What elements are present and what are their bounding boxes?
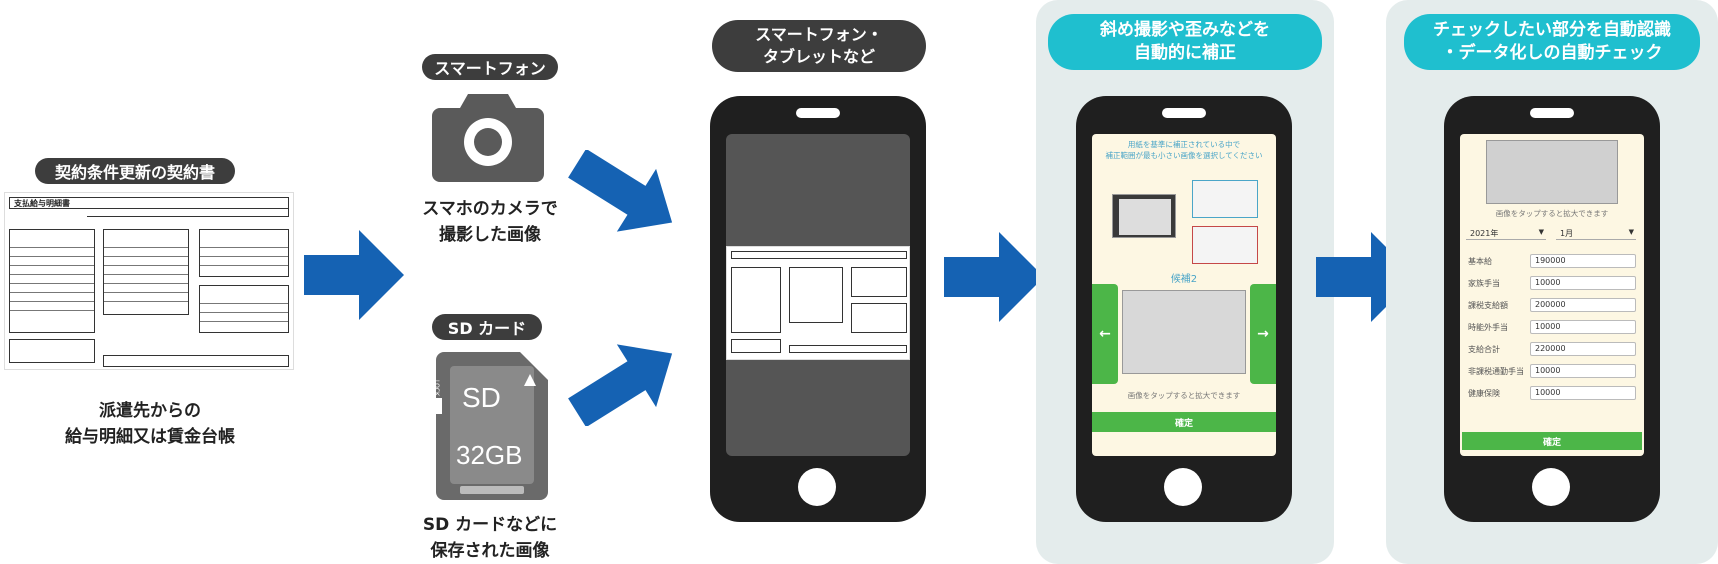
tap-hint: 画像をタップすると拡大できます [1495, 209, 1609, 218]
month-select-value: 1月 [1560, 229, 1574, 238]
field-label: 非課税通勤手当 [1468, 366, 1524, 376]
field-row: 時能外手当 10000 [1468, 316, 1636, 338]
phone-autocheck: 画像をタップすると拡大できます 2021年 ▼ 1月 ▼ 基本給 190000 … [1444, 96, 1660, 522]
field-input[interactable]: 200000 [1530, 298, 1636, 312]
field-label: 支給合計 [1468, 344, 1500, 354]
sd-card-size: 32GB [456, 440, 523, 470]
confirm-button[interactable]: 確定 [1092, 412, 1276, 432]
autocheck-label: チェックしたい部分を自動認識 ・データ化しの自動チェック [1404, 14, 1700, 70]
correction-instruction: 用紙を基準に補正されている中で 補正範囲が最も小さい画像を選択してください [1105, 140, 1263, 160]
field-input[interactable]: 220000 [1530, 342, 1636, 356]
autocheck-screen: 画像をタップすると拡大できます 2021年 ▼ 1月 ▼ 基本給 190000 … [1460, 134, 1644, 456]
field-list: 基本給 190000 家族手当 10000 課税支給額 200000 時能外手当… [1468, 250, 1636, 404]
field-row: 家族手当 10000 [1468, 272, 1636, 294]
month-select[interactable]: 1月 ▼ [1556, 226, 1636, 240]
phone-correction: 用紙を基準に補正されている中で 補正範囲が最も小さい画像を選択してください 候補… [1076, 96, 1292, 522]
smartphone-caption: スマホのカメラで 撮影した画像 [422, 199, 558, 246]
phone-screen [726, 134, 910, 456]
captured-document [726, 246, 910, 360]
field-row: 課税支給額 200000 [1468, 294, 1636, 316]
year-select[interactable]: 2021年 ▼ [1466, 226, 1546, 240]
field-label: 家族手当 [1468, 278, 1500, 288]
field-input[interactable]: 190000 [1530, 254, 1636, 268]
field-label: 基本給 [1468, 256, 1492, 266]
phone-device [710, 96, 926, 522]
candidate-2-thumb[interactable] [1192, 226, 1258, 264]
arrow-diagonal-up [568, 344, 673, 426]
candidate-1-thumb[interactable] [1192, 180, 1258, 218]
chevron-down-icon: ▼ [1628, 228, 1634, 236]
chevron-down-icon: ▼ [1538, 228, 1544, 236]
source-image[interactable] [1112, 194, 1176, 238]
camera-icon [432, 94, 544, 182]
smartphone-label: スマートフォン [422, 54, 558, 80]
field-input[interactable]: 10000 [1530, 386, 1636, 400]
field-input[interactable]: 10000 [1530, 276, 1636, 290]
contract-document: 支払給与明細書 [4, 192, 294, 370]
sdcard-caption: SD カードなどに 保存された画像 [422, 515, 558, 562]
field-row: 支給合計 220000 [1468, 338, 1636, 360]
prev-candidate-button[interactable]: ← [1092, 284, 1118, 384]
selected-image[interactable] [1122, 290, 1246, 374]
contract-label: 契約条件更新の契約書 [35, 158, 235, 184]
field-input[interactable]: 10000 [1530, 320, 1636, 334]
correction-screen: 用紙を基準に補正されている中で 補正範囲が最も小さい画像を選択してください 候補… [1092, 134, 1276, 456]
field-row: 基本給 190000 [1468, 250, 1636, 272]
field-row: 非課税通勤手当 10000 [1468, 360, 1636, 382]
home-button[interactable] [1532, 468, 1570, 506]
sd-card-text: SD [462, 382, 501, 413]
home-button[interactable] [798, 468, 836, 506]
field-input[interactable]: 10000 [1530, 364, 1636, 378]
sd-card-lock-text: LOCK [433, 380, 440, 396]
arrow-diagonal-down [568, 150, 673, 232]
arrow-right-1 [304, 230, 404, 320]
confirm-button[interactable]: 確定 [1462, 432, 1642, 450]
sd-card-icon: SD LOCK 32GB [433, 352, 548, 500]
tap-hint: 画像をタップすると拡大できます [1127, 391, 1241, 400]
candidate-label: 候補2 [1170, 274, 1198, 285]
field-label: 時能外手当 [1468, 322, 1508, 332]
arrow-right-2 [944, 232, 1044, 322]
field-label: 課税支給額 [1468, 300, 1508, 310]
year-select-value: 2021年 [1470, 229, 1499, 238]
correction-label: 斜め撮影や歪みなどを 自動的に補正 [1048, 14, 1322, 70]
sdcard-label: SD カード [432, 314, 542, 340]
contract-doc-title: 支払給与明細書 [14, 199, 70, 208]
next-candidate-button[interactable]: → [1250, 284, 1276, 384]
scanned-image[interactable] [1486, 140, 1618, 204]
home-button[interactable] [1164, 468, 1202, 506]
field-label: 健康保険 [1468, 388, 1500, 398]
field-row: 健康保険 10000 [1468, 382, 1636, 404]
device-label: スマートフォン・ タブレットなど [712, 20, 926, 72]
contract-caption: 派遣先からの 給与明細又は賃金台帳 [65, 401, 235, 448]
